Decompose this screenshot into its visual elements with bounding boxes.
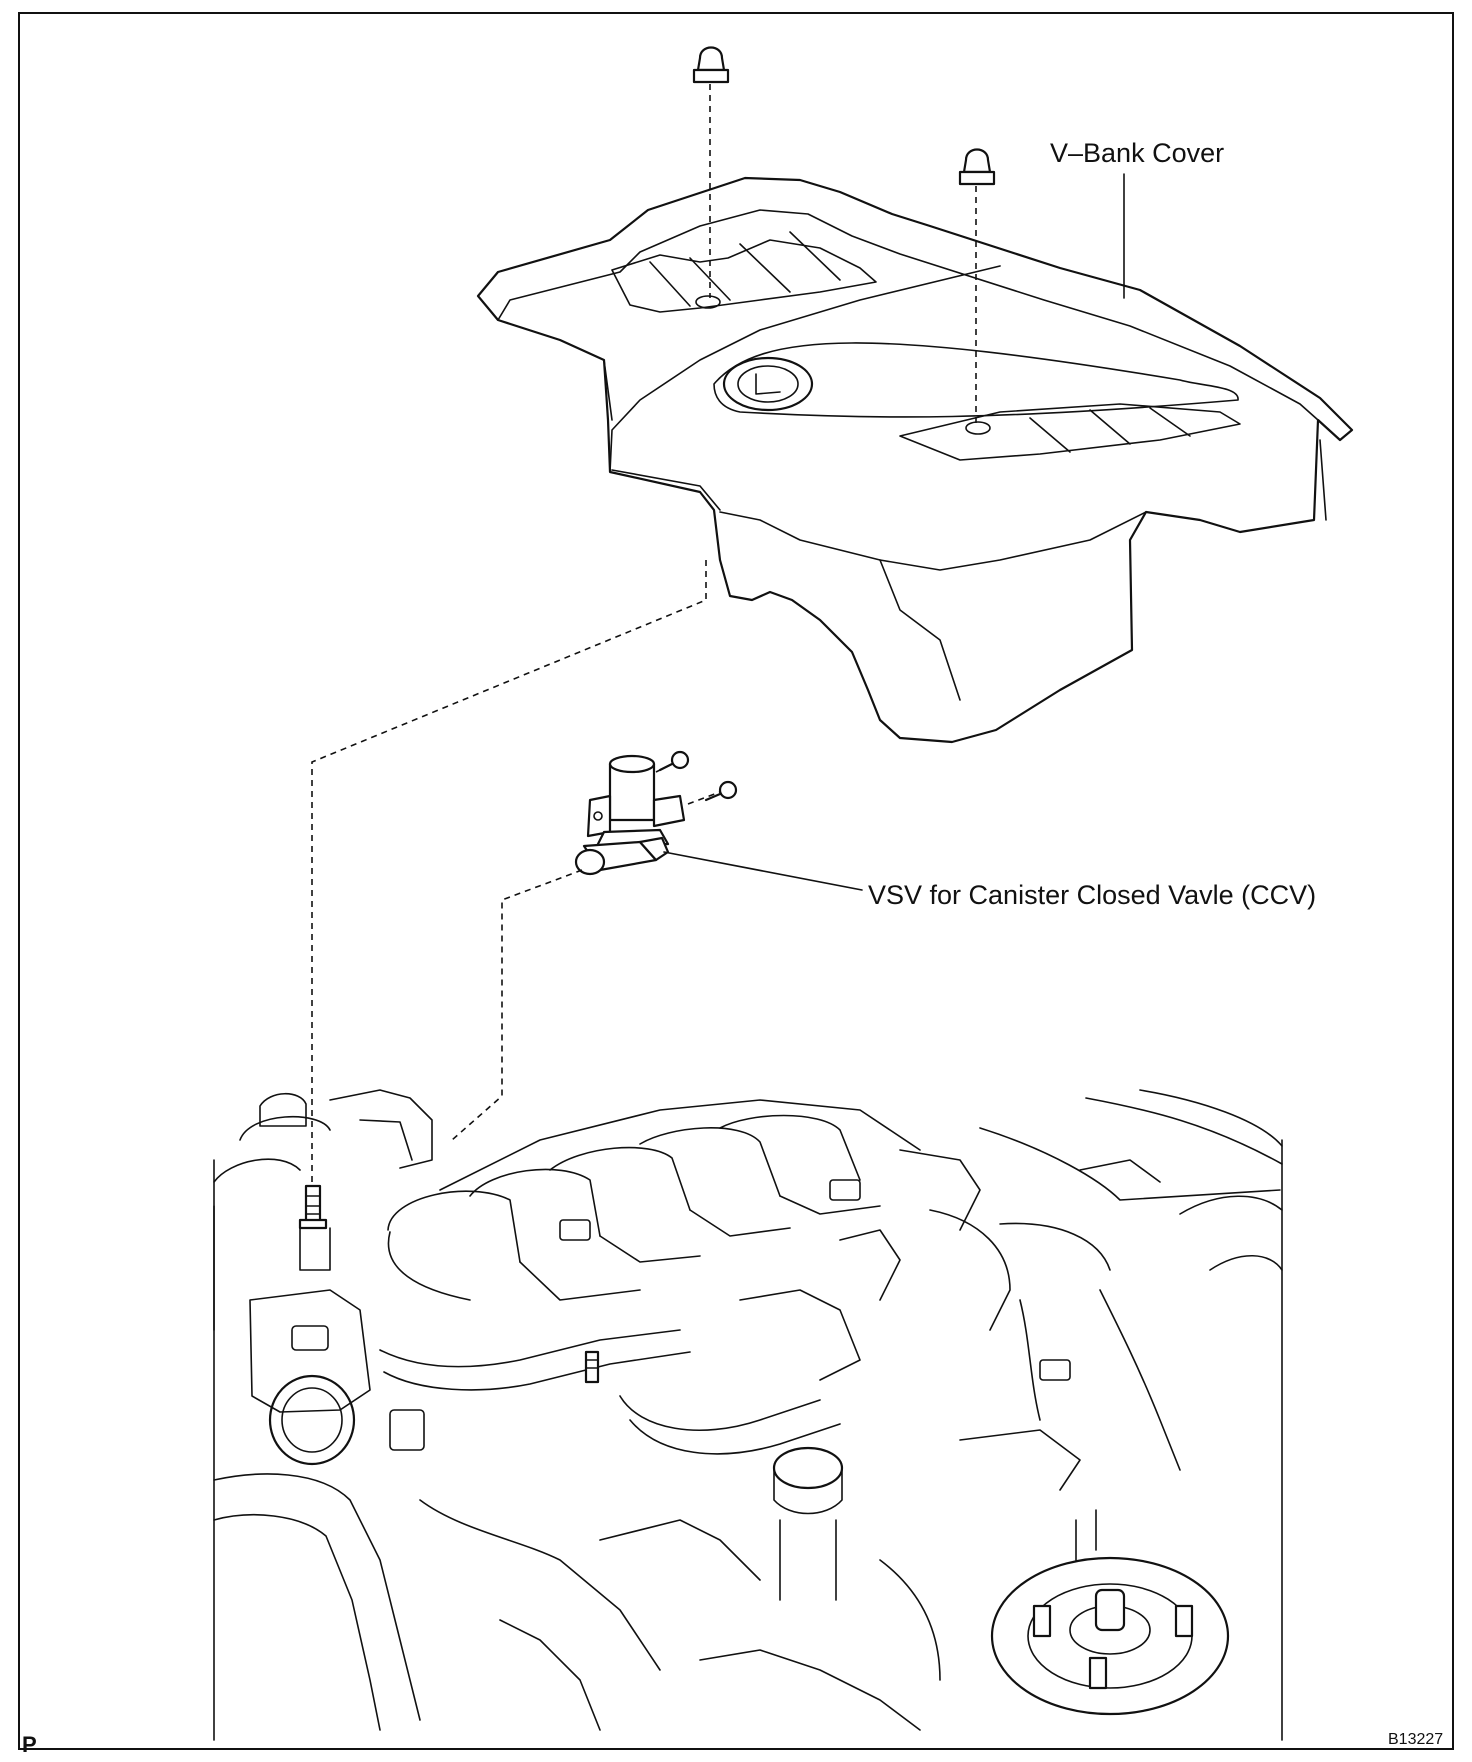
stud-bolt	[298, 1184, 328, 1230]
vsv-ccv-illustration	[574, 750, 738, 876]
vsv-bolt-upper	[658, 750, 690, 772]
vsv-ccv-label: VSV for Canister Closed Vavle (CCV)	[868, 880, 1316, 910]
diagram-frame	[18, 12, 1454, 1750]
vsv-bolt-lower	[704, 780, 738, 802]
page-corner-mark: P	[22, 1732, 37, 1757]
manifold-stud	[584, 1350, 600, 1384]
v-bank-cover-label: V–Bank Cover	[1050, 138, 1224, 168]
cap-nut-right	[958, 148, 996, 186]
v-bank-cover-illustration	[476, 176, 1354, 744]
engine-bay-illustration	[213, 1089, 1283, 1741]
figure-code: B13227	[1388, 1731, 1443, 1748]
cap-nut-left	[692, 46, 730, 84]
